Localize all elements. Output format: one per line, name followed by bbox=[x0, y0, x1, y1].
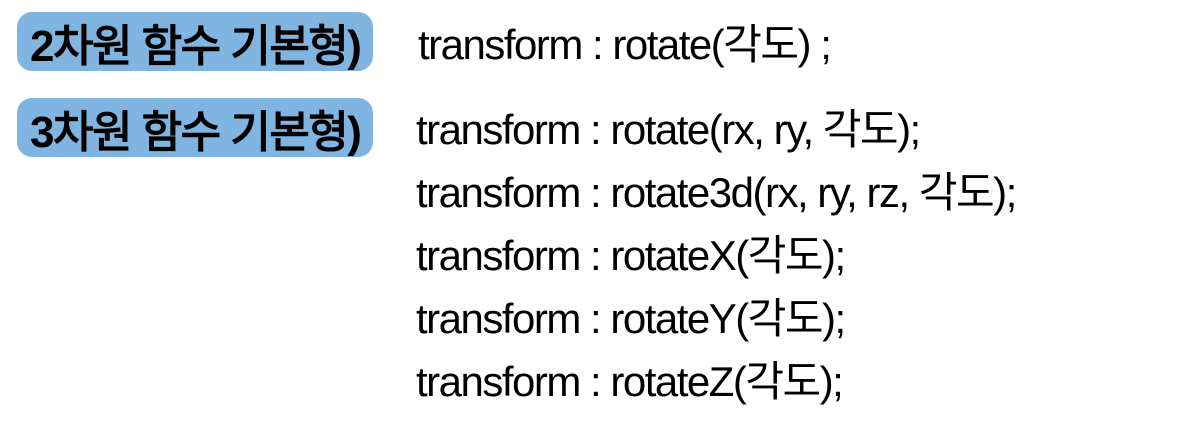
code-line-rotatey: transform : rotateY(각도); bbox=[416, 295, 846, 342]
code-line-rotate3d: transform : rotate3d(rx, ry, rz, 각도); bbox=[416, 169, 1017, 216]
code-line-rotate-2d: transform : rotate(각도) ; bbox=[418, 21, 832, 68]
label-2d-basic-form-text: 2차원 함수 기본형) bbox=[30, 21, 362, 71]
code-line-rotatez: transform : rotateZ(각도); bbox=[416, 358, 844, 405]
code-line-rotate-rx-ry: transform : rotate(rx, ry, 각도); bbox=[416, 106, 921, 153]
code-line-rotatex: transform : rotateX(각도); bbox=[416, 232, 846, 279]
label-2d-basic-form-badge: 2차원 함수 기본형) bbox=[17, 12, 374, 71]
label-3d-basic-form-text: 3차원 함수 기본형) bbox=[30, 107, 362, 157]
label-3d-basic-form-badge: 3차원 함수 기본형) bbox=[17, 98, 374, 157]
code-block-3d: transform : rotate(rx, ry, 각도); transfor… bbox=[416, 95, 1017, 410]
